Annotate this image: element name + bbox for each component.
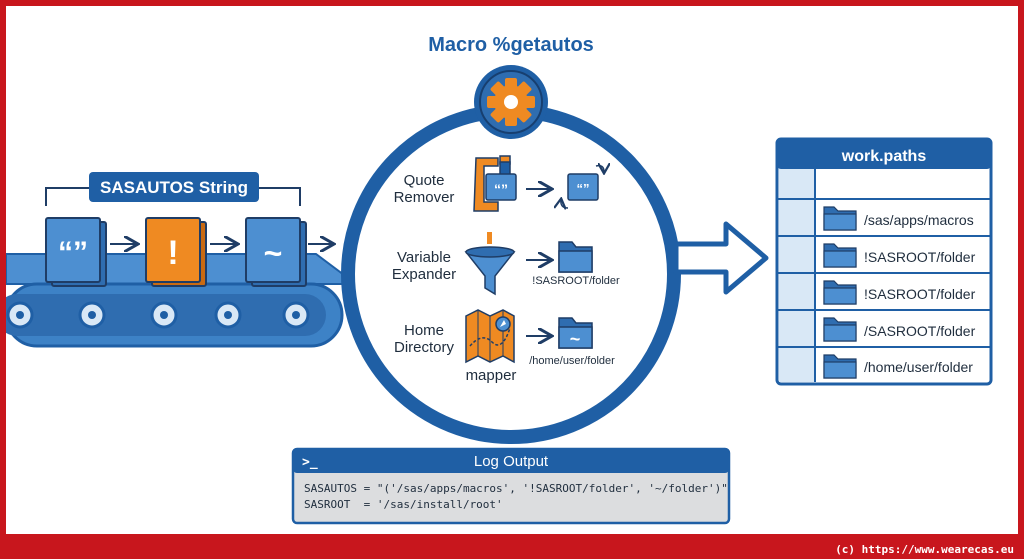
table-title: work.paths (841, 148, 927, 165)
log-line-2: SASROOT = '/sas/install/root' (304, 498, 503, 511)
step-home-label-1: Home (404, 322, 444, 339)
table-cell: /sas/apps/macros (864, 212, 974, 228)
terminal-icon: >_ (302, 455, 318, 470)
table-row: /home/user/folder (823, 354, 973, 379)
log-output-panel: >_ Log Output SASAUTOS = "('/sas/apps/ma… (291, 447, 731, 525)
table-cell: !SASROOT/folder (864, 286, 976, 302)
step-quote-label-2: Remover (394, 189, 455, 206)
sasautos-label: SASAUTOS String (100, 178, 248, 197)
table-cell: /SASROOT/folder (864, 323, 976, 339)
log-line-1: SASAUTOS = "('/sas/apps/macros', '!SASRO… (304, 482, 728, 495)
table-row: /SASROOT/folder (823, 317, 976, 342)
home-output-caption: /home/user/folder (529, 355, 615, 367)
sasautos-label-box (89, 172, 259, 202)
home-folder-icon: ~ (558, 317, 593, 349)
copyright-footer: (c) https://www.wearecas.eu (835, 543, 1014, 556)
output-arrow (673, 221, 769, 295)
refresh-arrow-icon (561, 200, 569, 208)
home-tilde-glyph: ~ (570, 329, 581, 349)
exclamation-icon: ! (167, 234, 178, 272)
card-quote: “” (45, 217, 107, 287)
gear-icon (487, 78, 535, 126)
clamp-icon: “” (473, 155, 517, 212)
diagram-canvas: SASAUTOS String “” ! ~ Macro %getautos (6, 6, 1018, 534)
step-home-label-3: mapper (466, 367, 517, 384)
table-row: /sas/apps/macros (823, 206, 974, 231)
conveyor-rollers (6, 301, 310, 329)
map-icon (465, 309, 515, 364)
quote-icon: “” (58, 236, 88, 269)
card-tilde: ~ (245, 217, 307, 287)
gear-badge (474, 65, 548, 139)
refresh-arrow-icon (595, 166, 604, 172)
funnel-icon (464, 232, 516, 296)
step-variable-label-2: Expander (392, 266, 456, 283)
folder-icon (558, 241, 593, 273)
table-row: !SASROOT/folder (823, 280, 976, 305)
tilde-icon: ~ (264, 235, 283, 271)
step-variable-label-1: Variable (397, 249, 451, 266)
quote-output-glyph: “” (577, 181, 590, 196)
diagram-svg: SASAUTOS String “” ! ~ Macro %getautos (6, 34, 993, 525)
table-cell: /home/user/folder (864, 359, 973, 375)
table-cell: !SASROOT/folder (864, 249, 976, 265)
table-row: !SASROOT/folder (823, 243, 976, 268)
card-exclamation: ! (145, 217, 207, 287)
work-paths-table: work.paths /sas/apps/macros !SASROOT/fol… (775, 137, 993, 386)
page-title: Macro %getautos (428, 34, 594, 56)
clamp-quote-glyph: “” (494, 181, 508, 197)
step-home-label-2: Directory (394, 339, 455, 356)
quote-output-card: “” (561, 166, 604, 208)
step-quote-label-1: Quote (404, 172, 445, 189)
variable-output-caption: !SASROOT/folder (532, 275, 620, 287)
log-title: Log Output (474, 453, 549, 470)
